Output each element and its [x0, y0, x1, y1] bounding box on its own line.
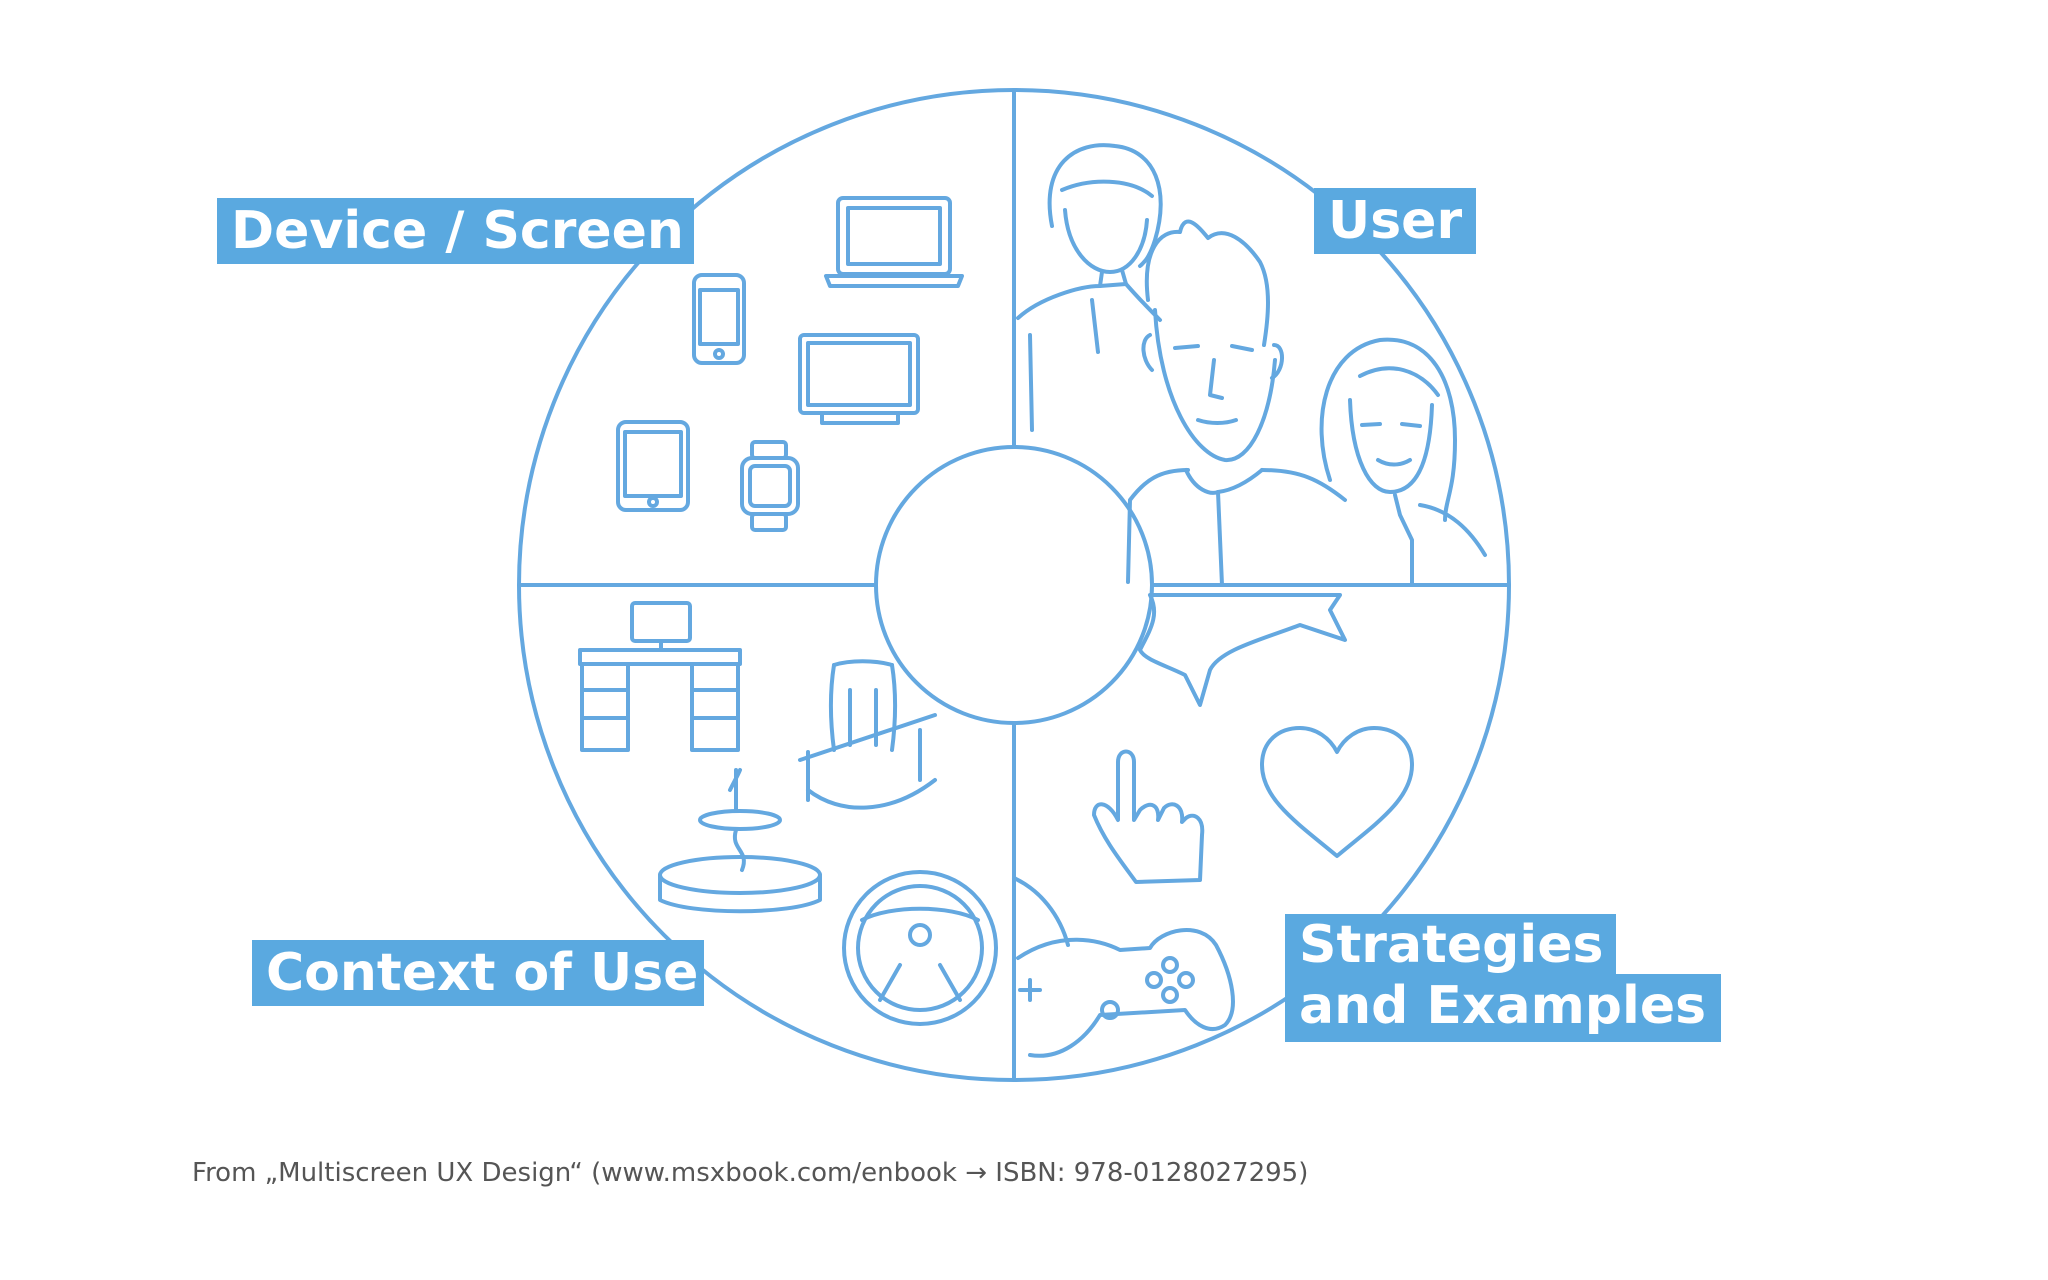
smartphone-icon	[692, 273, 746, 365]
smartwatch-icon	[740, 440, 800, 532]
monitor-icon	[798, 333, 920, 425]
rocking-chair-icon	[798, 659, 937, 810]
older-woman-illustration	[1016, 143, 1163, 432]
tablet-icon	[616, 420, 690, 512]
label-strategies-line2: and Examples	[1285, 974, 1721, 1042]
fountain-table-icon	[658, 768, 822, 914]
desk-icon	[578, 601, 742, 752]
source-caption: From „Multiscreen UX Design“ (www.msxboo…	[192, 1158, 1309, 1188]
pointer-hand-icon	[1092, 749, 1205, 884]
label-device-screen: Device / Screen	[217, 198, 694, 264]
label-strategies-line1: Strategies	[1285, 914, 1616, 976]
young-man-illustration	[1126, 219, 1347, 587]
heart-icon	[1260, 726, 1414, 858]
gamepad-icon	[1016, 928, 1235, 1058]
label-user: User	[1314, 188, 1476, 254]
laptop-icon	[824, 196, 964, 288]
speech-bubble-icon	[1138, 593, 1347, 707]
young-woman-illustration	[1319, 337, 1487, 587]
steering-wheel-icon	[842, 870, 998, 1026]
cord-arc	[1012, 876, 1070, 947]
center-circle	[874, 445, 1154, 725]
label-context-of-use: Context of Use	[252, 940, 704, 1006]
